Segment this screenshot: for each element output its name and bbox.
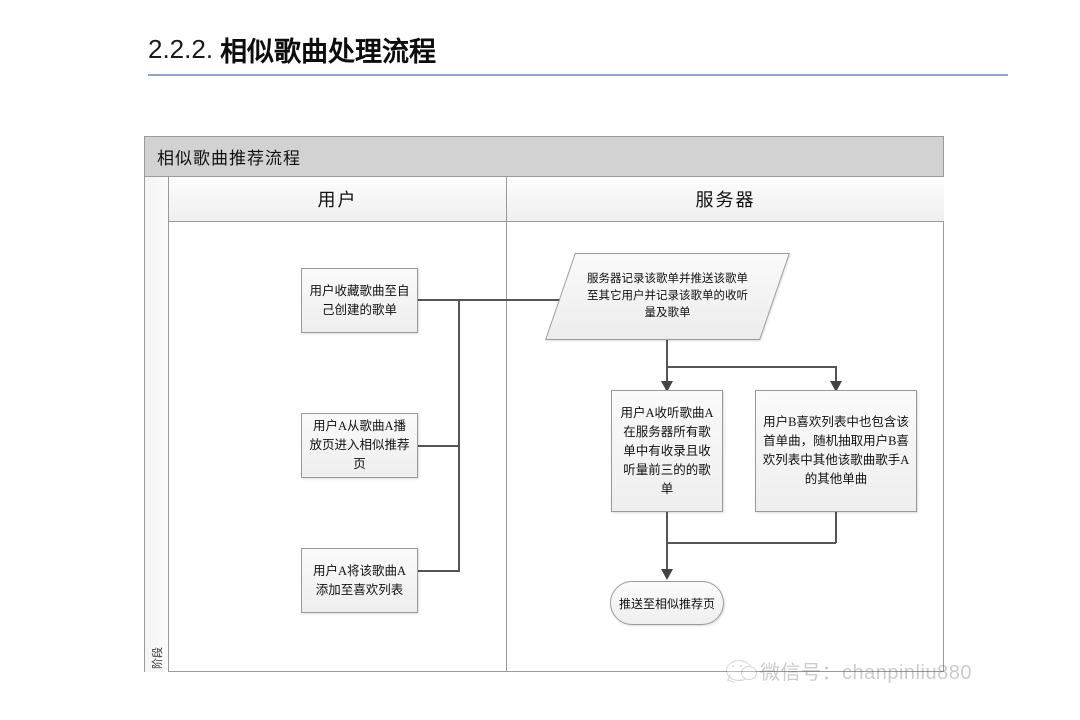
node-server-record[interactable]: 服务器记录该歌单并推送该歌单至其它用户并记录该歌单的收听量及歌单 — [545, 253, 790, 340]
node-collect-song[interactable]: 用户收藏歌曲至自己创建的歌单 — [301, 268, 418, 333]
node-add-favorite-label: 用户A将该歌曲A添加至喜欢列表 — [312, 563, 407, 597]
phase-label: 阶段 — [152, 647, 164, 669]
connector-trunk-to-server — [458, 299, 574, 301]
lane-header-row: 用户 服务器 — [169, 177, 944, 222]
watermark-text: 微信号：chanpinliu880 — [760, 661, 972, 684]
heading-divider — [148, 74, 1008, 76]
node-push-result[interactable]: 推送至相似推荐页 — [610, 581, 724, 625]
connector-split-bar — [666, 366, 836, 368]
lane-body-user — [169, 222, 507, 672]
node-add-favorite[interactable]: 用户A将该歌曲A添加至喜欢列表 — [301, 548, 418, 613]
node-collect-song-label: 用户收藏歌曲至自己创建的歌单 — [309, 283, 410, 317]
heading-text: 相似歌曲处理流程 — [220, 36, 437, 67]
connector-record-down — [666, 340, 668, 367]
node-enter-similar-page-label: 用户A从歌曲A播放页进入相似推荐页 — [309, 419, 410, 471]
node-enter-similar-page[interactable]: 用户A从歌曲A播放页进入相似推荐页 — [301, 413, 418, 478]
lane-body-row — [169, 222, 944, 672]
flowchart-title: 相似歌曲推荐流程 — [157, 149, 301, 168]
arrowhead-to-push-result — [661, 569, 673, 580]
connector-collect-to-trunk — [418, 299, 460, 301]
phase-strip: 阶段 — [145, 177, 169, 672]
wechat-bubble-icon — [726, 658, 757, 684]
connector-user-trunk — [458, 299, 460, 571]
watermark: 微信号：chanpinliu880 — [726, 650, 1056, 690]
heading-number: 2.2.2. — [148, 33, 214, 64]
connector-userb-down — [835, 512, 837, 543]
node-push-result-label: 推送至相似推荐页 — [618, 596, 715, 611]
node-server-record-label: 服务器记录该歌单并推送该歌单至其它用户并记录该歌单的收听量及歌单 — [587, 273, 748, 319]
node-listen-top3[interactable]: 用户A收听歌曲A在服务器所有歌单中有收录且收听量前三的的歌单 — [611, 390, 723, 512]
node-user-b-random[interactable]: 用户B喜欢列表中也包含该首单曲，随机抽取用户B喜欢列表中其他该歌曲歌手A的其他单… — [755, 390, 917, 512]
lane-header-user: 用户 — [169, 177, 507, 222]
connector-split-right — [835, 366, 837, 384]
node-user-b-random-label: 用户B喜欢列表中也包含该首单曲，随机抽取用户B喜欢列表中其他该歌曲歌手A的其他单… — [762, 415, 910, 486]
arrowhead-to-userb — [830, 381, 842, 392]
connector-listen-down — [666, 512, 668, 570]
connector-merge-bar — [666, 542, 836, 544]
lane-header-server: 服务器 — [507, 177, 944, 222]
connector-split-left — [666, 366, 668, 384]
connector-enter-to-trunk — [418, 445, 460, 447]
connector-addfav-to-trunk — [418, 570, 460, 572]
page-title: 2.2.2. 相似歌曲处理流程 — [148, 26, 1008, 72]
flowchart-title-bar: 相似歌曲推荐流程 — [145, 137, 943, 177]
node-listen-top3-label: 用户A收听歌曲A在服务器所有歌单中有收录且收听量前三的的歌单 — [620, 405, 714, 496]
arrowhead-to-listen — [661, 381, 673, 392]
